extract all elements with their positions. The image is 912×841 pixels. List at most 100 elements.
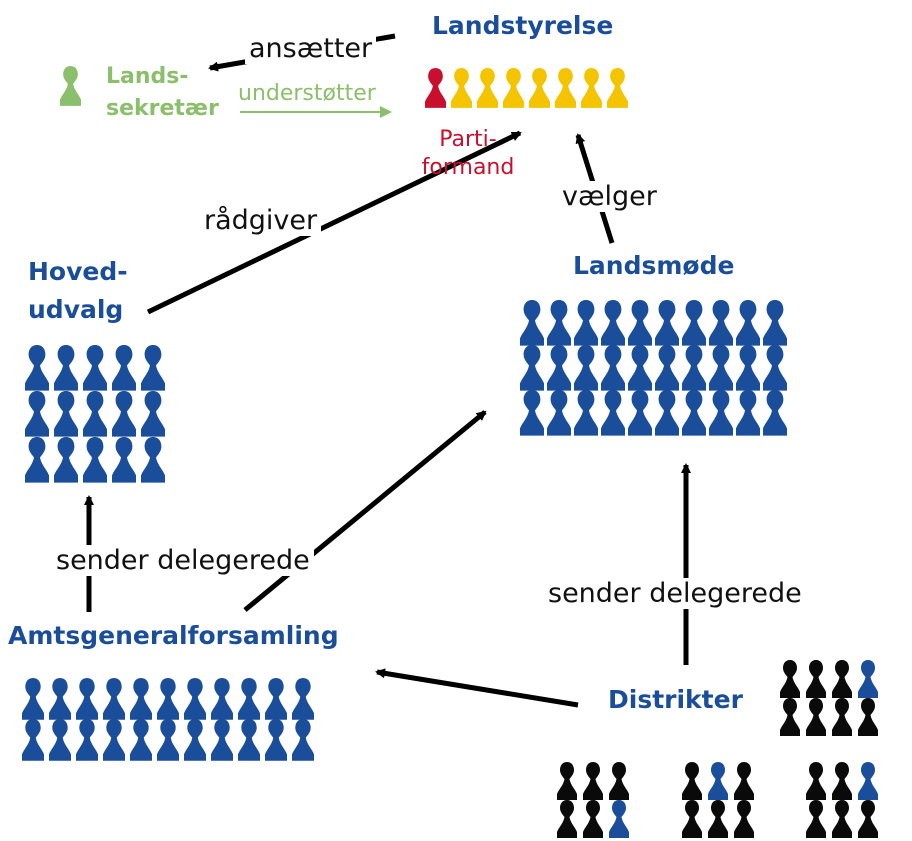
hovedudvalg-member-figure: [54, 437, 78, 483]
arrow-understoetter-head: [380, 106, 392, 118]
district-member-figure: [609, 762, 629, 800]
hovedudvalg-member-figure: [54, 391, 78, 437]
amtsgeneralforsamling-member-figure: [184, 678, 206, 720]
landsmoede-members: [520, 300, 787, 436]
district-member-figure: [734, 800, 754, 838]
landsmoede-member-figure: [520, 345, 544, 391]
landsmoede-member-figure: [709, 345, 733, 391]
edge-label-sender-delegerede-right: sender delegerede: [544, 578, 806, 610]
landsmoede-member-figure: [628, 300, 652, 346]
board-member-figure: [581, 68, 602, 108]
district-member-figure: [832, 762, 852, 800]
amtsgeneralforsamling-member-figure: [184, 719, 206, 761]
title-landsmoede: Landsmøde: [573, 251, 735, 280]
district-member-figure: [806, 762, 826, 800]
landsmoede-member-figure: [736, 390, 760, 436]
district-member-figure: [858, 660, 878, 698]
landsmoede-member-figure: [709, 300, 733, 346]
district-member-figure: [708, 762, 728, 800]
hovedudvalg-members: [25, 345, 165, 483]
landsmoede-member-figure: [574, 300, 598, 346]
hovedudvalg-member-figure: [141, 437, 165, 483]
amtsgeneralforsamling-member-figure: [292, 719, 314, 761]
landsmoede-member-figure: [682, 345, 706, 391]
title-partiformand-line1: Parti-: [439, 127, 497, 152]
edge-label-raadgiver: rådgiver: [200, 205, 322, 237]
title-landssekretaer-line2: sekretær: [106, 96, 219, 121]
title-hovedudvalg-line1: Hoved-: [28, 257, 128, 286]
landsmoede-member-figure: [736, 345, 760, 391]
amtsgeneralforsamling-member-figure: [292, 678, 314, 720]
landsmoede-member-figure: [574, 345, 598, 391]
hovedudvalg-member-figure: [54, 345, 78, 391]
amtsgeneralforsamling-member-figure: [76, 678, 98, 720]
district-member-figure: [583, 800, 603, 838]
amtsgeneralforsamling-member-figure: [49, 678, 71, 720]
landsmoede-member-figure: [628, 390, 652, 436]
amtsgeneralforsamling-member-figure: [211, 678, 233, 720]
district-member-figure: [557, 762, 577, 800]
amtsgeneralforsamling-member-figure: [157, 678, 179, 720]
district-member-figure: [734, 762, 754, 800]
title-hovedudvalg-line2: udvalg: [28, 295, 124, 324]
district-member-figure: [583, 762, 603, 800]
hovedudvalg-member-figure: [25, 437, 49, 483]
board-member-figure: [477, 68, 498, 108]
amtsgeneralforsamling-member-figure: [103, 678, 125, 720]
landsmoede-member-figure: [655, 345, 679, 391]
hovedudvalg-member-figure: [112, 345, 136, 391]
amtsgeneralforsamling-member-figure: [22, 678, 44, 720]
landsmoede-member-figure: [628, 345, 652, 391]
district-member-figure: [557, 800, 577, 838]
secretary-figure-icon: [60, 66, 81, 106]
landsmoede-member-figure: [763, 390, 787, 436]
hovedudvalg-member-figure: [83, 345, 107, 391]
district-member-figure: [682, 762, 702, 800]
landsmoede-member-figure: [682, 390, 706, 436]
title-distrikter: Distrikter: [608, 685, 743, 714]
amtsgeneralforsamling-member-figure: [211, 719, 233, 761]
amtsgeneralforsamling-members: [22, 678, 314, 761]
landsmoede-member-figure: [655, 300, 679, 346]
landsmoede-member-figure: [763, 300, 787, 346]
district-member-figure: [682, 800, 702, 838]
edge-label-understoetter: understøtter: [238, 81, 376, 106]
amtsgeneralforsamling-member-figure: [103, 719, 125, 761]
title-landssekretaer-line1: Lands-: [106, 64, 189, 89]
hovedudvalg-member-figure: [83, 437, 107, 483]
district-member-figure: [780, 660, 800, 698]
landsmoede-member-figure: [520, 300, 544, 346]
district-member-figure: [806, 698, 826, 736]
landsmoede-member-figure: [520, 390, 544, 436]
amtsgeneralforsamling-member-figure: [157, 719, 179, 761]
hovedudvalg-member-figure: [25, 345, 49, 391]
amtsgeneralforsamling-member-figure: [265, 678, 287, 720]
landsmoede-member-figure: [547, 300, 571, 346]
title-partiformand-line2: formand: [421, 155, 515, 180]
landsmoede-member-figure: [709, 390, 733, 436]
amtsgeneralforsamling-member-figure: [22, 719, 44, 761]
hovedudvalg-member-figure: [112, 391, 136, 437]
board-member-figure: [425, 68, 446, 108]
board-members: [425, 68, 628, 108]
board-member-figure: [451, 68, 472, 108]
amtsgeneralforsamling-member-figure: [130, 719, 152, 761]
title-amtsgeneralforsamling: Amtsgeneralforsamling: [8, 621, 339, 650]
landsmoede-member-figure: [682, 300, 706, 346]
amtsgeneralforsamling-member-figure: [238, 678, 260, 720]
landsmoede-member-figure: [547, 390, 571, 436]
board-member-figure: [555, 68, 576, 108]
landsmoede-member-figure: [601, 345, 625, 391]
secretary-figure: [60, 66, 81, 106]
board-member-figure: [503, 68, 524, 108]
edge-label-ansaetter: ansætter: [245, 33, 377, 65]
arrow-raadgiver: [146, 130, 522, 315]
landsmoede-member-figure: [601, 390, 625, 436]
amtsgeneralforsamling-member-figure: [76, 719, 98, 761]
amtsgeneralforsamling-member-figure: [238, 719, 260, 761]
landsmoede-member-figure: [736, 300, 760, 346]
district-member-figure: [609, 800, 629, 838]
title-landstyrelse: Landstyrelse: [432, 11, 614, 40]
district-member-figure: [832, 698, 852, 736]
